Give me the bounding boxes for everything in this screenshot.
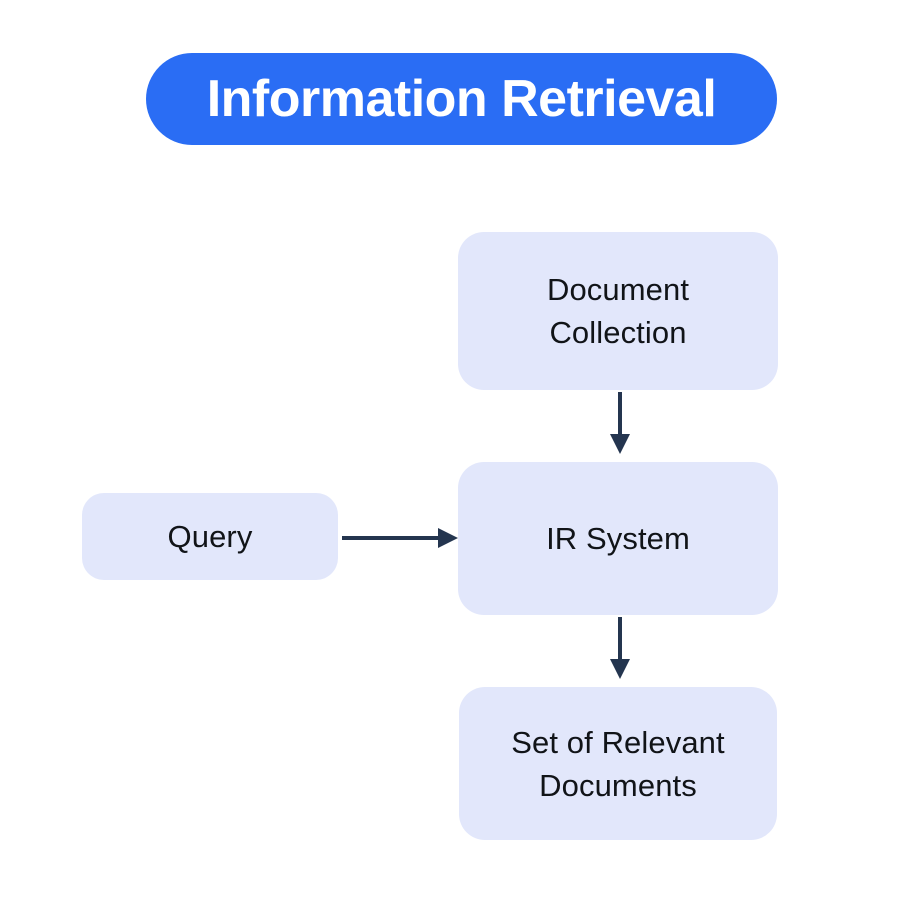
node-results[interactable]: Set of Relevant Documents <box>459 687 777 840</box>
node-query[interactable]: Query <box>82 493 338 580</box>
node-document-collection-line2: Collection <box>549 315 687 350</box>
node-document-collection-label: Document Collection <box>533 268 703 354</box>
node-ir-system[interactable]: IR System <box>458 462 778 615</box>
node-query-label: Query <box>167 519 253 554</box>
node-document-collection[interactable]: Document Collection <box>458 232 778 390</box>
node-document-collection-line1: Document <box>546 272 690 307</box>
node-results-line2: Documents <box>539 767 697 803</box>
arrow-down-icon-collection-to-system <box>610 392 630 454</box>
arrow-right-icon-query-to-system <box>342 528 458 548</box>
node-results-label: Set of Relevant Documents <box>497 721 738 807</box>
diagram-title-banner: Information Retrieval <box>146 53 777 145</box>
node-ir-system-label: IR System <box>546 521 690 556</box>
page-title: Information Retrieval <box>206 70 717 128</box>
arrow-down-icon-system-to-results <box>610 617 630 679</box>
node-results-line1: Set of Relevant <box>511 724 725 760</box>
